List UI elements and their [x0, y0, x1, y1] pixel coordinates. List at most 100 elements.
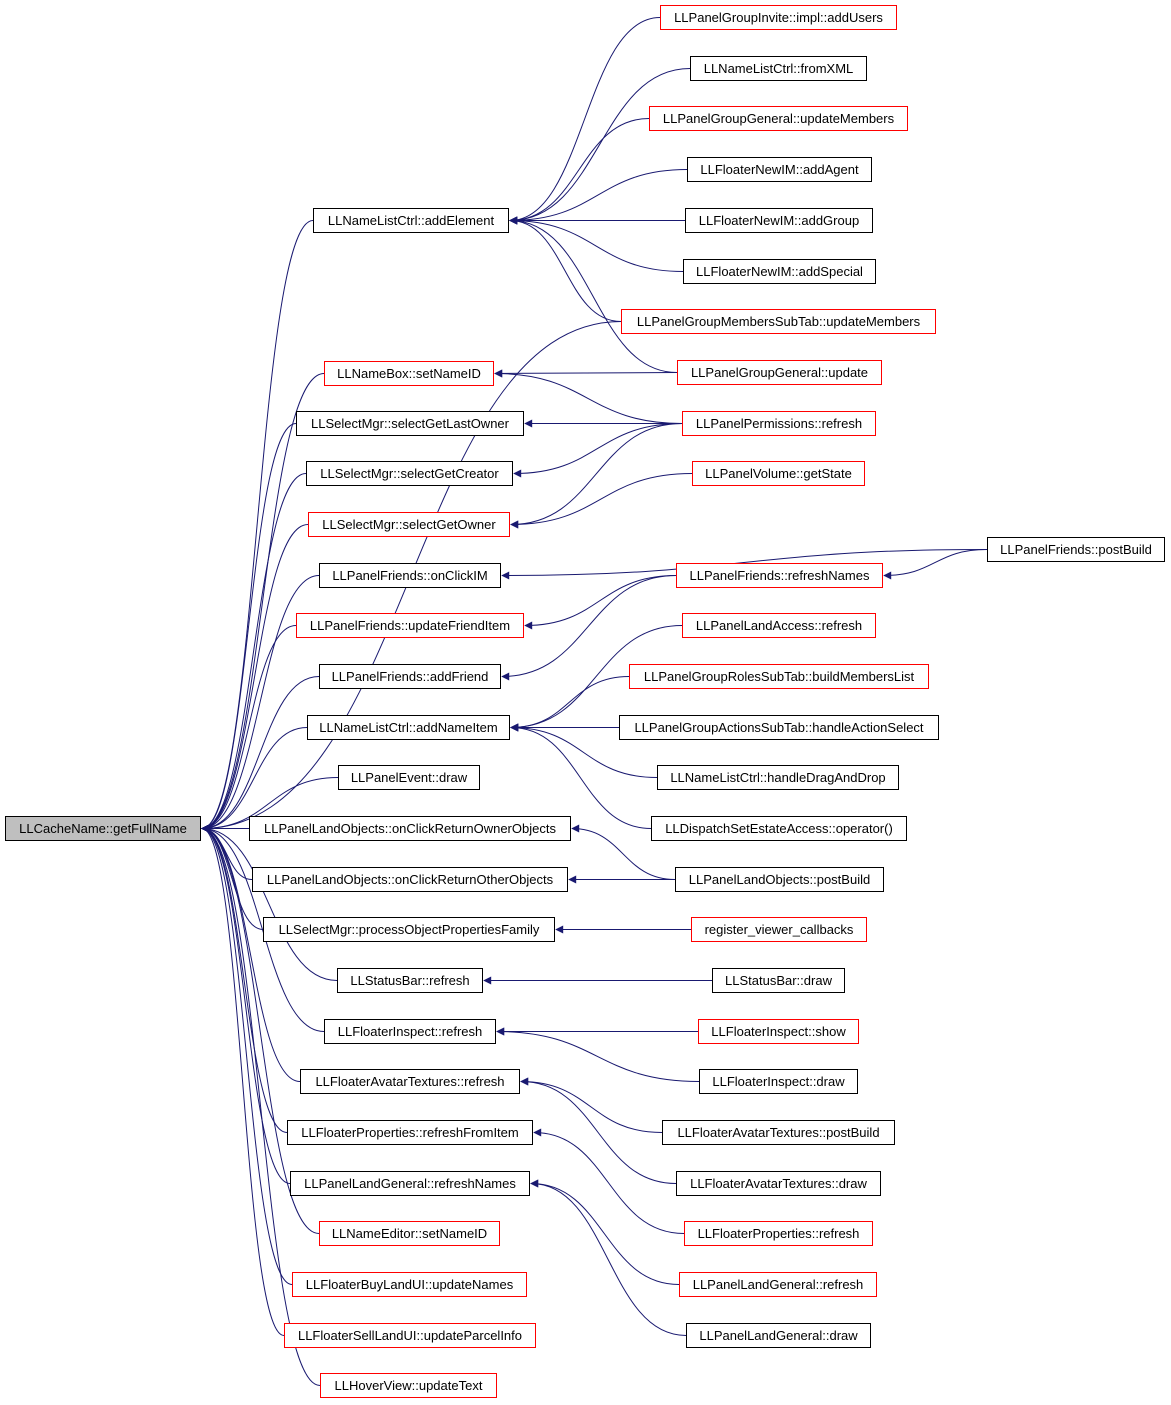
graph-node-b-avatarTexPostBuild[interactable]: LLFloaterAvatarTextures::postBuild	[662, 1120, 895, 1145]
graph-node-b-permRefresh[interactable]: LLPanelPermissions::refresh	[682, 411, 876, 436]
graph-node-a-returnOwner[interactable]: LLPanelLandObjects::onClickReturnOwnerOb…	[249, 816, 571, 841]
call-edge-a_addElement-to-root	[201, 220, 314, 833]
call-edge-b_landGenDraw-to-a_landGenRefreshNames	[530, 1179, 687, 1336]
call-edge-b_permRefresh-to-a_selectGetOwner	[510, 423, 683, 529]
graph-node-label: LLStatusBar::draw	[725, 973, 832, 988]
graph-node-b-friendsRefreshNames[interactable]: LLPanelFriends::refreshNames	[676, 563, 883, 588]
graph-node-a-addElement[interactable]: LLNameListCtrl::addElement	[313, 208, 509, 233]
graph-node-b-landObjPostBuild[interactable]: LLPanelLandObjects::postBuild	[675, 867, 884, 892]
call-edge-a_nameEditorSetNameID-to-root	[201, 824, 320, 1234]
call-edge-b_inspectDraw-to-a_inspectRefresh	[496, 1027, 700, 1082]
graph-node-label: LLPanelLandGeneral::draw	[699, 1328, 858, 1343]
graph-node-label: LLPanelLandObjects::postBuild	[688, 872, 871, 887]
call-edge-a_sellLandUpdateParcel-to-root	[201, 824, 285, 1336]
graph-node-label: LLPanelLandObjects::onClickReturnOwnerOb…	[264, 821, 556, 836]
graph-node-label: LLFloaterNewIM::addGroup	[698, 213, 860, 228]
graph-node-label: LLPanelGroupInvite::impl::addUsers	[674, 10, 883, 25]
graph-node-label: LLFloaterProperties::refresh	[697, 1226, 860, 1241]
graph-node-a-addFriend[interactable]: LLPanelFriends::addFriend	[319, 664, 501, 689]
graph-node-label: LLFloaterProperties::refreshFromItem	[301, 1125, 519, 1140]
call-edge-a_hoverUpdateText-to-root	[201, 824, 321, 1386]
graph-node-a-landGenRefreshNames[interactable]: LLPanelLandGeneral::refreshNames	[290, 1171, 530, 1196]
graph-node-label: LLFloaterNewIM::addSpecial	[696, 264, 863, 279]
graph-node-root[interactable]: LLCacheName::getFullName	[5, 816, 201, 841]
call-edge-b_membersSubTabUpdate-to-a_addElement	[509, 216, 622, 322]
graph-node-label: LLSelectMgr::selectGetLastOwner	[311, 416, 509, 431]
call-edge-a_addNameItem-to-root	[201, 727, 308, 833]
call-edge-b_groupGenUpdate-to-a_setNameIDbox	[494, 369, 678, 378]
graph-node-a-buyLandUpdateNames[interactable]: LLFloaterBuyLandUI::updateNames	[292, 1272, 527, 1297]
graph-node-a-hoverUpdateText[interactable]: LLHoverView::updateText	[320, 1373, 497, 1398]
graph-node-b-inspectShow[interactable]: LLFloaterInspect::show	[698, 1019, 859, 1044]
graph-node-b-buildMembersList[interactable]: LLPanelGroupRolesSubTab::buildMembersLis…	[629, 664, 929, 689]
graph-node-a-statusRefresh[interactable]: LLStatusBar::refresh	[337, 968, 483, 993]
call-edge-a_selectGetLastOwner-to-root	[201, 423, 297, 833]
call-edge-a_statusRefresh-to-root	[201, 824, 338, 981]
graph-node-label: LLStatusBar::refresh	[350, 973, 470, 988]
call-edge-a_addFriend-to-root	[201, 676, 320, 833]
graph-node-label: LLPanelLandObjects::onClickReturnOtherOb…	[266, 872, 554, 887]
graph-node-label: LLSelectMgr::processObjectPropertiesFami…	[278, 922, 540, 937]
call-edge-b_permRefresh-to-a_setNameIDbox	[494, 369, 683, 424]
graph-node-b-addSpecial[interactable]: LLFloaterNewIM::addSpecial	[683, 259, 876, 284]
graph-node-label: LLNameEditor::setNameID	[331, 1226, 488, 1241]
graph-node-b-landGenRefresh[interactable]: LLPanelLandGeneral::refresh	[679, 1272, 877, 1297]
graph-node-c-friendsPostBuild[interactable]: LLPanelFriends::postBuild	[987, 537, 1165, 562]
graph-node-b-addGroup[interactable]: LLFloaterNewIM::addGroup	[685, 208, 873, 233]
graph-node-b-addAgent[interactable]: LLFloaterNewIM::addAgent	[687, 157, 872, 182]
call-edge-b_avatarTexDraw-to-a_avatarTexRefresh	[520, 1077, 677, 1184]
graph-node-label: LLHoverView::updateText	[334, 1378, 483, 1393]
graph-node-b-landAccessRefresh[interactable]: LLPanelLandAccess::refresh	[682, 613, 876, 638]
call-edge-b_groupGenUpdateMembers-to-a_addElement	[509, 118, 650, 225]
graph-node-b-inviteAddUsers[interactable]: LLPanelGroupInvite::impl::addUsers	[660, 5, 897, 30]
graph-node-a-sellLandUpdateParcel[interactable]: LLFloaterSellLandUI::updateParcelInfo	[284, 1323, 536, 1348]
graph-node-label: LLPanelGroupGeneral::update	[690, 365, 869, 380]
graph-node-a-returnOther[interactable]: LLPanelLandObjects::onClickReturnOtherOb…	[252, 867, 568, 892]
call-edge-b_inviteAddUsers-to-a_addElement	[509, 17, 661, 225]
graph-node-label: LLPanelGroupActionsSubTab::handleActionS…	[634, 720, 924, 735]
graph-node-b-propertiesRefresh[interactable]: LLFloaterProperties::refresh	[684, 1221, 873, 1246]
call-edge-b_handleDragAndDrop-to-a_addNameItem	[510, 723, 658, 778]
graph-node-label: LLNameBox::setNameID	[337, 366, 481, 381]
graph-node-label: LLSelectMgr::selectGetCreator	[320, 466, 499, 481]
graph-node-label: LLSelectMgr::selectGetOwner	[322, 517, 496, 532]
graph-node-label: LLNameListCtrl::addNameItem	[319, 720, 498, 735]
call-edge-a_setNameIDbox-to-root	[201, 373, 325, 833]
graph-node-a-selectGetCreator[interactable]: LLSelectMgr::selectGetCreator	[306, 461, 513, 486]
graph-node-b-fromXML[interactable]: LLNameListCtrl::fromXML	[690, 56, 867, 81]
graph-node-b-statusDraw[interactable]: LLStatusBar::draw	[712, 968, 845, 993]
graph-node-label: LLNameListCtrl::handleDragAndDrop	[670, 770, 886, 785]
graph-node-a-addNameItem[interactable]: LLNameListCtrl::addNameItem	[307, 715, 510, 740]
graph-node-b-volumeGetState[interactable]: LLPanelVolume::getState	[692, 461, 865, 486]
graph-node-b-handleDragAndDrop[interactable]: LLNameListCtrl::handleDragAndDrop	[657, 765, 899, 790]
graph-node-a-nameEditorSetNameID[interactable]: LLNameEditor::setNameID	[319, 1221, 500, 1246]
graph-node-a-refreshFromItem[interactable]: LLFloaterProperties::refreshFromItem	[287, 1120, 533, 1145]
graph-node-a-panelEventDraw[interactable]: LLPanelEvent::draw	[338, 765, 480, 790]
graph-node-b-handleActionSelect[interactable]: LLPanelGroupActionsSubTab::handleActionS…	[619, 715, 939, 740]
graph-node-a-setNameIDbox[interactable]: LLNameBox::setNameID	[324, 361, 494, 386]
graph-node-a-updateFriendItem[interactable]: LLPanelFriends::updateFriendItem	[296, 613, 524, 638]
call-edge-b_landGenRefresh-to-a_landGenRefreshNames	[530, 1179, 680, 1285]
graph-node-a-onClickIM[interactable]: LLPanelFriends::onClickIM	[319, 563, 501, 588]
graph-node-label: LLFloaterAvatarTextures::refresh	[315, 1074, 505, 1089]
graph-node-b-registerCallbacks[interactable]: register_viewer_callbacks	[691, 917, 867, 942]
call-edge-b_friendsRefreshNames-to-a_addFriend	[501, 575, 677, 681]
graph-node-b-groupGenUpdate[interactable]: LLPanelGroupGeneral::update	[677, 360, 882, 385]
graph-node-label: LLPanelFriends::updateFriendItem	[309, 618, 511, 633]
graph-node-a-inspectRefresh[interactable]: LLFloaterInspect::refresh	[324, 1019, 496, 1044]
graph-node-b-dispatchOperator[interactable]: LLDispatchSetEstateAccess::operator()	[651, 816, 907, 841]
graph-node-b-landGenDraw[interactable]: LLPanelLandGeneral::draw	[686, 1323, 871, 1348]
graph-node-b-inspectDraw[interactable]: LLFloaterInspect::draw	[699, 1069, 858, 1094]
graph-node-b-groupGenUpdateMembers[interactable]: LLPanelGroupGeneral::updateMembers	[649, 106, 908, 131]
graph-node-a-avatarTexRefresh[interactable]: LLFloaterAvatarTextures::refresh	[300, 1069, 520, 1094]
call-edge-b_propertiesRefresh-to-a_refreshFromItem	[533, 1128, 685, 1234]
graph-node-b-membersSubTabUpdate[interactable]: LLPanelGroupMembersSubTab::updateMembers	[621, 309, 936, 334]
call-edge-a_landGenRefreshNames-to-root	[201, 824, 291, 1184]
graph-node-a-selectGetLastOwner[interactable]: LLSelectMgr::selectGetLastOwner	[296, 411, 524, 436]
graph-node-label: LLFloaterInspect::refresh	[337, 1024, 483, 1039]
graph-node-label: LLPanelFriends::onClickIM	[332, 568, 488, 583]
graph-node-a-processFamily[interactable]: LLSelectMgr::processObjectPropertiesFami…	[263, 917, 555, 942]
graph-node-a-selectGetOwner[interactable]: LLSelectMgr::selectGetOwner	[308, 512, 510, 537]
graph-node-label: LLPanelLandGeneral::refresh	[692, 1277, 864, 1292]
graph-node-b-avatarTexDraw[interactable]: LLFloaterAvatarTextures::draw	[676, 1171, 881, 1196]
